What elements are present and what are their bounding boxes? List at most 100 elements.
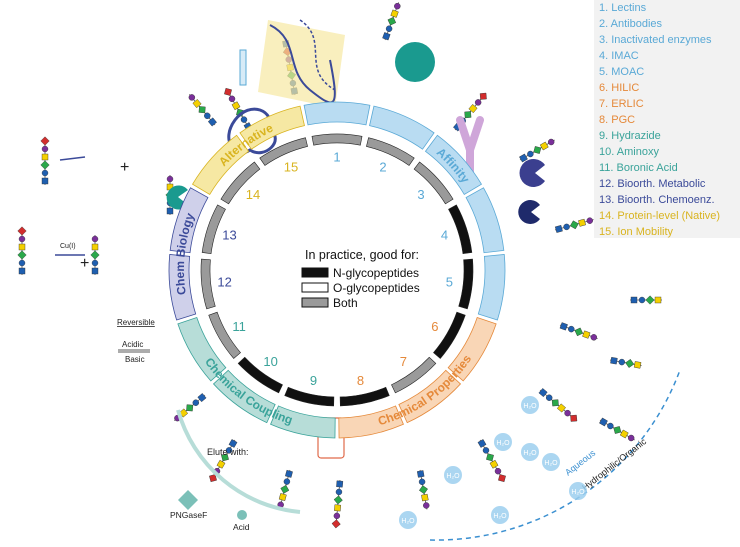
legend-text: Inactivated enzymes [611, 34, 712, 46]
legend-num: 6 [599, 82, 606, 94]
method-number: 11 [232, 319, 246, 334]
water-label: H₂O [401, 518, 415, 525]
legend-num: 2 [599, 18, 606, 30]
category-segment [398, 369, 462, 424]
suitability-segment [201, 204, 226, 254]
column-icon [239, 49, 247, 86]
water-label: H₂O [571, 489, 585, 496]
method-number: 10 [263, 354, 277, 369]
glycan-chain [277, 469, 293, 509]
category-segment [303, 101, 371, 126]
category-segment [168, 254, 197, 321]
glycan-chain [477, 439, 506, 483]
suitability-segment [311, 133, 363, 146]
pngasef-label: PNGaseF [170, 510, 207, 520]
method-number: 9 [310, 373, 317, 388]
method-number: 8 [357, 373, 364, 388]
water-label: H₂O [493, 513, 507, 520]
legend-num: 7 [599, 98, 606, 110]
enzyme-icon [519, 159, 545, 187]
suitability-segment [458, 258, 474, 310]
glycan-chain [453, 92, 487, 132]
legend-text: PGC [611, 114, 636, 126]
method-number: 12 [217, 274, 231, 289]
legend-text: Hydrazide [611, 130, 661, 142]
category-segment [465, 187, 505, 254]
water-label: H₂O [496, 440, 510, 447]
schematic-decorations: ++ [17, 2, 681, 541]
suitability-segment [339, 386, 390, 407]
water-label: H₂O [523, 403, 537, 410]
legend-num: 10 [599, 146, 612, 158]
acid-icon [237, 510, 247, 520]
legend-item: 14. Protein-level (Native) [599, 210, 721, 222]
glycan-chain [554, 217, 594, 233]
legend-num: 11 [599, 162, 611, 174]
suitability-segment [200, 258, 216, 310]
suitability-segment [448, 204, 473, 254]
glycan-chain [174, 393, 207, 422]
legend-item: 12. Bioorth. Metabolic [599, 178, 706, 190]
legend-num: 3 [599, 34, 606, 46]
elution-arc [176, 409, 301, 514]
suitability-ring [200, 133, 474, 407]
water-bubble [494, 433, 512, 451]
water-bubble [444, 466, 462, 484]
legend-num: 14 [599, 210, 612, 222]
method-number: 5 [446, 274, 453, 289]
legend-text: Lectins [611, 2, 647, 14]
suitability-segment [391, 356, 437, 394]
water-bubble [569, 482, 587, 500]
category-segment [369, 105, 435, 150]
method-number: 14 [246, 187, 260, 202]
water-bubble [399, 511, 417, 529]
legend-item: 7. ERLIC [599, 98, 644, 110]
glycan-chain [416, 469, 430, 510]
suitability-segment [284, 386, 335, 407]
glycan-chain [559, 322, 598, 341]
key-label-n: N-glycopeptides [333, 266, 419, 280]
category-segment [169, 187, 209, 254]
key-swatch-n [301, 267, 329, 278]
method-number: 13 [222, 228, 236, 243]
helix-strand [269, 24, 336, 104]
ion-mobility-band [258, 20, 345, 108]
legend-text: Ion Mobility [617, 226, 674, 238]
legend-item: 5. MOAC [599, 66, 645, 78]
legend-text: MOAC [611, 66, 645, 78]
legend-num: 5 [599, 66, 606, 78]
glycan-chain [382, 2, 401, 41]
suitability-segment [259, 137, 308, 166]
category-segment [239, 105, 305, 150]
category-segment [477, 254, 506, 321]
legend-item: 11. Boronic Acid [599, 162, 678, 174]
glycan-chain [538, 388, 578, 422]
reversible-label: Reversible [117, 318, 155, 327]
legend-text: ERLIC [611, 98, 644, 110]
legend-text: Boronic Acid [616, 162, 678, 174]
water-bubble [521, 396, 539, 414]
key-swatch-o [301, 282, 329, 293]
water-bubble [491, 506, 509, 524]
legend-num: 15 [599, 226, 612, 238]
helix-strand [299, 19, 336, 91]
aqueous-label: Aqueous [563, 448, 598, 478]
suitability-segment [208, 311, 241, 359]
water-bubble [521, 443, 539, 461]
glycan-chain [331, 479, 344, 529]
plus-sign: + [120, 159, 129, 176]
equilibrium-arrows [118, 349, 150, 353]
category-segment [447, 316, 497, 382]
suitability-key: In practice, good for: N-glycopeptides O… [301, 248, 420, 310]
water-bubble [542, 453, 560, 471]
legend-num: 13 [599, 194, 612, 206]
reaction-arrow [59, 156, 86, 161]
legend-text: Antibodies [610, 18, 663, 30]
hydrophilic-organic-label: Hydrophilic/Organic [580, 436, 648, 493]
glycan-chain [609, 356, 642, 369]
method-number: 6 [431, 319, 438, 334]
legend-item: 10. Aminoxy [599, 146, 659, 158]
legend-text: Bioorth. Metabolic [617, 178, 706, 190]
